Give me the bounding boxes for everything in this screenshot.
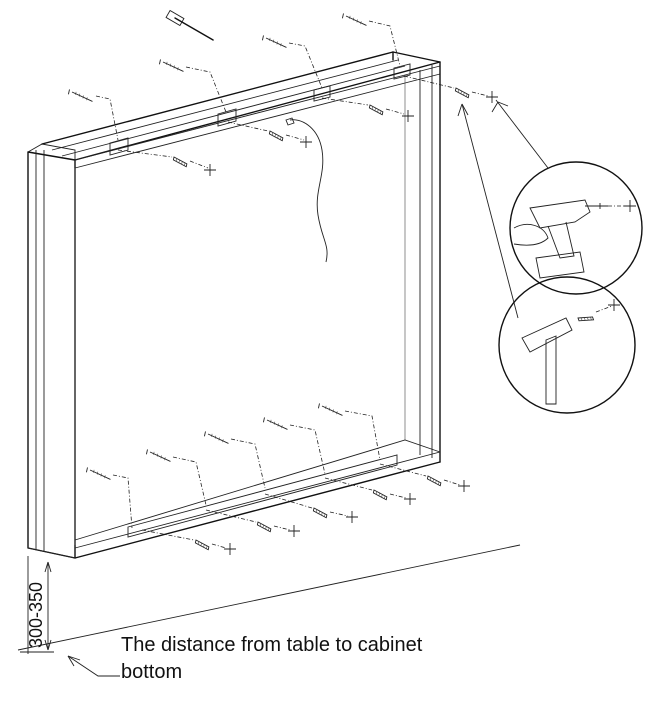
table-surface-line (17, 544, 521, 651)
hammer-detail (498, 276, 636, 414)
cabinet-frame (27, 51, 441, 559)
height-dimension: 300-350 (26, 561, 52, 651)
drill-detail (509, 161, 643, 295)
dimension-label: 300-350 (26, 582, 46, 648)
top-fasteners (67, 9, 499, 177)
power-cable (289, 119, 328, 263)
bottom-fasteners (85, 402, 471, 556)
caption: The distance from table to cabinet botto… (121, 634, 423, 683)
